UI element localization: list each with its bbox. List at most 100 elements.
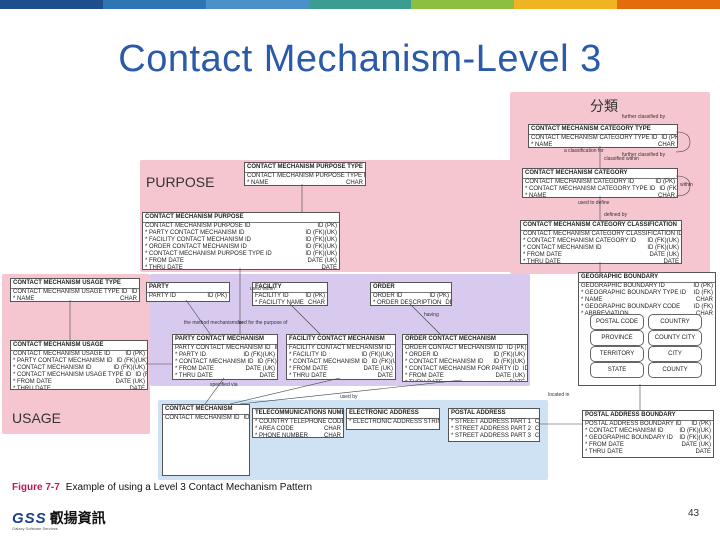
- rel-label-purpose-of-1: used for the purpose of: [236, 320, 288, 326]
- entity-title: GEOGRAPHIC BOUNDARY: [579, 273, 715, 283]
- attribute-type: ID (FK)(UK): [135, 372, 147, 378]
- rel-label-classified-within: classified within: [604, 156, 639, 162]
- rel-label-having: having: [424, 312, 439, 318]
- attribute-type: ID (PK): [243, 415, 250, 421]
- attribute-name: * CONTACT MECHANISM ID: [13, 365, 92, 371]
- attribute-type: ID (FK)(UK): [257, 359, 277, 365]
- entity-title: ORDER CONTACT MECHANISM: [403, 335, 527, 345]
- attribute-type: ID (PK): [691, 421, 711, 427]
- attribute-name: * THRU DATE: [289, 373, 327, 379]
- attribute-type: DATE: [259, 373, 275, 379]
- entity-title: PARTY: [147, 283, 229, 293]
- attribute-name: CONTACT MECHANISM ID: [165, 415, 240, 421]
- entity-title: FACILITY: [253, 283, 327, 293]
- rel-line: [204, 377, 225, 405]
- attribute-name: * THRU DATE: [405, 380, 443, 381]
- top-bar-segment: [308, 0, 412, 9]
- attribute-type: ID (FK): [693, 304, 713, 310]
- attribute-type: CHAR: [695, 311, 713, 317]
- attribute-name: GEOGRAPHIC BOUNDARY ID: [581, 283, 665, 289]
- subtype-territory: TERRITORY: [590, 346, 644, 362]
- attribute-type: ID (FK): [693, 290, 713, 296]
- attribute-name: POSTAL ADDRESS BOUNDARY ID: [585, 421, 682, 427]
- logo-mark: GSS: [12, 509, 47, 527]
- entity-title: POSTAL ADDRESS BOUNDARY: [583, 411, 713, 421]
- attribute-type: ID (FK)(UK): [679, 435, 711, 441]
- top-bar-segment: [0, 0, 103, 9]
- attribute-type: DATE (UK): [245, 366, 275, 372]
- attribute-type: ID (FK)(UK): [371, 359, 395, 365]
- attribute-name: * FROM DATE: [523, 252, 562, 258]
- entity-attribute: * STREET ADDRESS PART 1CHAR: [449, 419, 539, 426]
- attribute-type: CHAR: [534, 433, 540, 439]
- subtype-state: STATE: [590, 362, 644, 378]
- attribute-name: PARTY CONTACT MECHANISM ID: [175, 345, 271, 351]
- attribute-name: * FROM DATE: [289, 366, 328, 372]
- rel-line: [185, 299, 211, 335]
- attribute-name: CONTACT MECHANISM CATEGORY TYPE ID: [531, 135, 658, 141]
- attribute-name: * STREET ADDRESS PART 2: [451, 426, 531, 432]
- attribute-name: * STREET ADDRESS PART 1: [451, 419, 531, 425]
- entity-attribute: * CONTACT MECHANISM ID ID (FK)(UK): [403, 359, 527, 366]
- attribute-type: ID (FK)(UK): [679, 428, 711, 434]
- attribute-name: * FROM DATE: [405, 373, 444, 379]
- attribute-name: * CONTACT MECHANISM ID: [405, 359, 484, 365]
- entity-attribute: * GEOGRAPHIC BOUNDARY TYPE ID ID (FK): [579, 290, 715, 297]
- attribute-type: ID (FK)(UK): [305, 251, 337, 257]
- attribute-type: ID (PK): [131, 289, 139, 295]
- attribute-name: CONTACT MECHANISM CATEGORY CLASSIFICATIO…: [523, 231, 682, 237]
- attribute-type: CHAR: [657, 193, 675, 198]
- attribute-name: * CONTACT MECHANISM PURPOSE TYPE ID: [145, 251, 272, 257]
- attribute-type: ID (FK)(UK): [243, 352, 275, 358]
- entity-title: POSTAL ADDRESS: [449, 409, 539, 419]
- attribute-type: DATE: [509, 380, 525, 381]
- rel-label-used-to-define: used to define: [578, 200, 610, 206]
- attribute-name: * NAME: [13, 296, 35, 302]
- attribute-name: * CONTACT MECHANISM ID: [585, 428, 664, 434]
- page-number: 43: [688, 508, 700, 519]
- attribute-name: PARTY ID: [149, 293, 177, 299]
- attribute-name: * NAME: [531, 142, 553, 148]
- attribute-name: * PARTY CONTACT MECHANISM ID: [13, 358, 113, 364]
- attribute-name: * ORDER DESCRIPTION: [373, 300, 442, 306]
- rel-label-specified-via: specified via: [210, 382, 238, 388]
- attribute-type: CHAR: [534, 426, 540, 432]
- entity-attribute: CONTACT MECHANISM CATEGORY CLASSIFICATIO…: [521, 231, 681, 238]
- attribute-type: ID (FK)(UK): [493, 359, 525, 365]
- rel-loop: [675, 175, 691, 197]
- attribute-type: CHAR: [323, 426, 341, 432]
- attribute-name: CONTACT MECHANISM PURPOSE ID: [145, 223, 251, 229]
- top-bar-segment: [617, 0, 720, 9]
- attribute-type: ID (FK)(UK): [522, 366, 527, 372]
- rel-label-located-in: located in: [548, 392, 570, 398]
- entity-title: CONTACT MECHANISM CATEGORY: [523, 169, 677, 179]
- rel-label-used-by: used by: [340, 394, 358, 400]
- top-bar-segment: [205, 0, 309, 9]
- attribute-name: * CONTACT MECHANISM CATEGORY ID: [523, 238, 637, 244]
- attribute-name: * FROM DATE: [145, 258, 184, 264]
- attribute-type: ID (PK): [506, 345, 527, 351]
- attribute-name: * GEOGRAPHIC BOUNDARY TYPE ID: [581, 290, 687, 296]
- entity-attribute: * CONTACT MECHANISM PURPOSE TYPE ID ID (F…: [143, 251, 339, 258]
- attribute-name: * THRU DATE: [585, 449, 623, 455]
